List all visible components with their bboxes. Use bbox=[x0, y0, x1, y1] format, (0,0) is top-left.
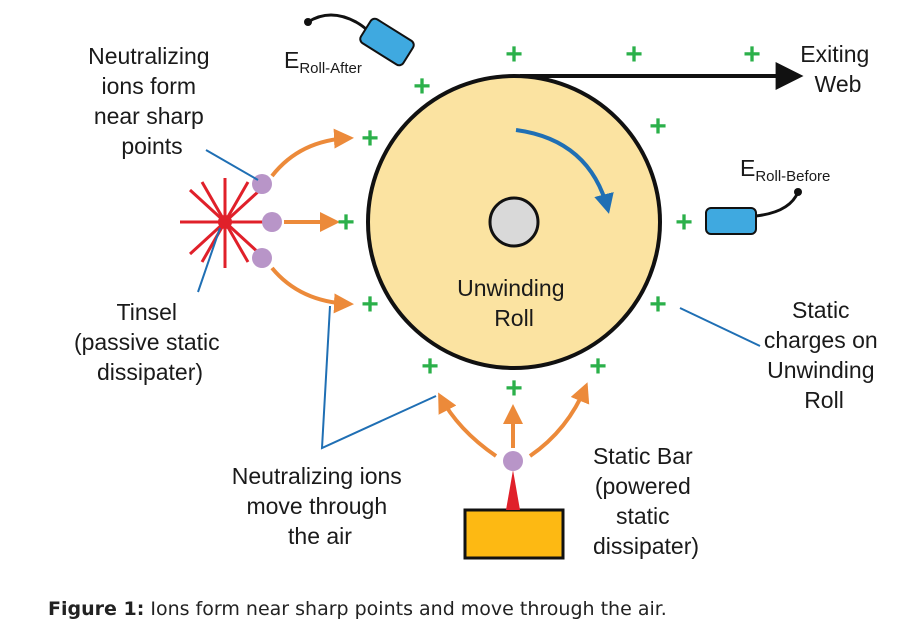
roll-core bbox=[488, 196, 540, 248]
static-bar-ion-arrow-left bbox=[438, 392, 498, 458]
figure-caption-label: Figure 1: bbox=[48, 598, 145, 620]
figure-caption: Figure 1: Ions form near sharp points an… bbox=[48, 598, 888, 620]
tinsel-ion-top bbox=[252, 174, 272, 194]
static-bar-emitter bbox=[506, 470, 520, 510]
label-tinsel: Tinsel (passive static dissipater) bbox=[74, 299, 226, 385]
label-neutralizing-ions-form: Neutralizing ions form near sharp points bbox=[88, 43, 216, 159]
static-bar-ion-arrow-right bbox=[528, 382, 590, 458]
label-static-charges: Static charges on Unwinding Roll bbox=[764, 297, 884, 413]
charge-plus: + bbox=[625, 38, 643, 71]
tinsel-ion-middle bbox=[262, 212, 282, 232]
e-roll-after-cable-end bbox=[304, 18, 312, 26]
tinsel-ion-bottom bbox=[252, 248, 272, 268]
charge-plus: + bbox=[337, 206, 355, 239]
static-bar bbox=[463, 508, 565, 560]
charge-plus: + bbox=[361, 288, 379, 321]
charge-plus: + bbox=[361, 122, 379, 155]
leader-ions-form bbox=[205, 149, 259, 181]
label-neutralizing-ions-move: Neutralizing ions move through the air bbox=[232, 463, 408, 549]
leader-ions-move bbox=[320, 305, 437, 450]
static-bar-ion bbox=[503, 451, 523, 471]
e-roll-after-sensor-icon bbox=[359, 17, 415, 67]
tinsel-center bbox=[218, 215, 232, 229]
static-charges: + + + + + + + + + + + + + bbox=[337, 38, 761, 405]
tinsel-ion-arrow-bottom bbox=[270, 266, 354, 314]
label-exiting-web: Exiting Web bbox=[800, 41, 875, 97]
charge-plus: + bbox=[505, 372, 523, 405]
label-static-bar: Static Bar (powered static dissipater) bbox=[593, 443, 699, 559]
charge-plus: + bbox=[743, 38, 761, 71]
figure-caption-text: Ions form near sharp points and move thr… bbox=[144, 598, 667, 620]
label-unwinding-roll: Unwinding Roll bbox=[457, 275, 571, 331]
charge-plus: + bbox=[413, 70, 431, 103]
e-roll-before-sensor-icon bbox=[705, 207, 757, 235]
leader-tinsel bbox=[197, 227, 221, 293]
label-e-roll-after: ERoll-After bbox=[284, 47, 362, 77]
charge-plus: + bbox=[421, 350, 439, 383]
rotation-arrow bbox=[515, 128, 614, 214]
charge-plus: + bbox=[675, 206, 693, 239]
charge-plus: + bbox=[505, 38, 523, 71]
e-roll-before-cable-end bbox=[794, 188, 802, 196]
tinsel-ion-arrow-top bbox=[270, 128, 354, 178]
charge-plus: + bbox=[649, 288, 667, 321]
leader-static-charges bbox=[679, 307, 761, 347]
e-roll-before-cable bbox=[755, 191, 800, 218]
charge-plus: + bbox=[649, 110, 667, 143]
charge-plus: + bbox=[589, 350, 607, 383]
label-e-roll-before: ERoll-Before bbox=[740, 155, 830, 185]
